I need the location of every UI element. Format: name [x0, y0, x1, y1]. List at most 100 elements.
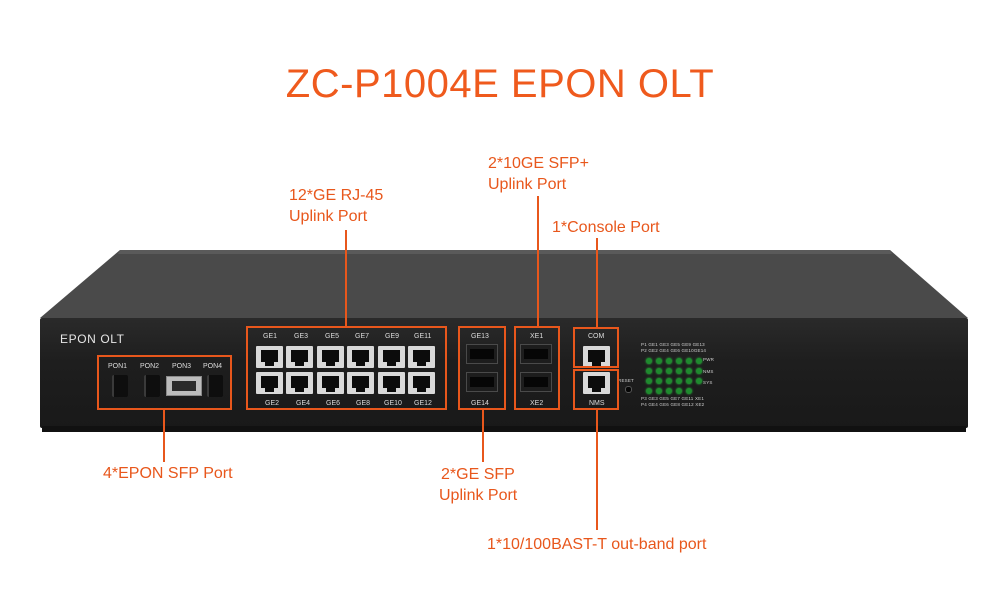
led-indicator [666, 388, 672, 394]
ge-sfp-callout-line1: 2*GE SFP [441, 466, 515, 483]
console-callout: 1*Console Port [552, 217, 660, 238]
pon2-label: PON2 [140, 363, 160, 370]
epon-port-highlight [97, 355, 232, 410]
led-indicator [656, 358, 662, 364]
ge13-label: GE13 [471, 333, 489, 340]
led-legend-top2: P2 GE2 GE4 GE6 GE10GE14 [641, 348, 707, 353]
nms-port[interactable] [583, 372, 610, 394]
rj45-port-ge9[interactable] [378, 346, 405, 368]
ge4-label: GE4 [296, 400, 311, 407]
rj45-port-ge10[interactable] [378, 372, 405, 394]
ge12-label: GE12 [414, 400, 432, 407]
epon-leader-line [163, 410, 165, 462]
nms-port-highlight [573, 369, 619, 410]
epon-callout: 4*EPON SFP Port [103, 463, 233, 484]
rj45-leader-line [345, 230, 347, 326]
led-indicator [676, 388, 682, 394]
ge5-label: GE5 [325, 333, 340, 340]
xe2-label: XE2 [530, 400, 544, 407]
ge11-label: GE11 [414, 333, 432, 340]
rj45-port-highlight [246, 326, 447, 410]
status-nms-label: NMS [703, 369, 714, 374]
page-title: ZC-P1004E EPON OLT [285, 62, 715, 106]
sfp-port-ge13[interactable] [466, 344, 498, 364]
led-indicator [646, 388, 652, 394]
sfp-plus-port-xe1[interactable] [520, 344, 552, 364]
pon2-port[interactable] [144, 375, 160, 397]
rj45-port-ge2[interactable] [256, 372, 283, 394]
console-port-highlight [573, 327, 619, 368]
rj45-port-ge1[interactable] [256, 346, 283, 368]
nms-label: NMS [589, 400, 605, 407]
pon1-port[interactable] [112, 375, 128, 397]
led-indicator [686, 378, 692, 384]
led-indicator [696, 358, 702, 364]
led-indicator [686, 368, 692, 374]
rj45-port-ge12[interactable] [408, 372, 435, 394]
led-legend-bottom1: P3 GE3 GE5 GE7 GE11 XE1 [641, 396, 705, 401]
ge-sfp-callout: 2*GE SFP Uplink Port [439, 464, 517, 506]
sfp-plus-port-xe2[interactable] [520, 372, 552, 392]
com-label: COM [588, 333, 605, 340]
rj45-port-ge5[interactable] [317, 346, 344, 368]
ge-sfp-highlight [458, 326, 506, 410]
led-indicator [666, 358, 672, 364]
reset-button[interactable] [625, 386, 632, 393]
console-callout-line1: 1*Console Port [552, 219, 660, 236]
sfp-plus-highlight [514, 326, 560, 410]
ge-sfp-leader-line [482, 410, 484, 462]
ge9-label: GE9 [385, 333, 400, 340]
led-indicator [676, 378, 682, 384]
rj45-port-ge4[interactable] [286, 372, 313, 394]
rj45-callout-line2: Uplink Port [289, 208, 368, 225]
sfp-plus-callout: 2*10GE SFP+ Uplink Port [488, 153, 589, 195]
led-indicator [686, 388, 692, 394]
sfp-port-ge14[interactable] [466, 372, 498, 392]
led-indicator [646, 368, 652, 374]
rj45-port-ge6[interactable] [317, 372, 344, 394]
outband-callout-line1: 1*10/100BAST-T out-band port [487, 536, 707, 553]
led-indicator [656, 368, 662, 374]
pon3-label: PON3 [172, 363, 192, 370]
pon3-port[interactable] [166, 376, 202, 396]
status-sys-label: SYS [703, 380, 713, 385]
ge8-label: GE8 [356, 400, 371, 407]
rj45-callout-line1: 12*GE RJ-45 [289, 187, 384, 204]
console-port[interactable] [583, 346, 610, 368]
sfp-plus-leader-line [537, 196, 539, 326]
reset-label: RESET [618, 378, 635, 383]
rj45-port-ge11[interactable] [408, 346, 435, 368]
ge-sfp-callout-line2: Uplink Port [439, 487, 518, 504]
led-indicator [656, 378, 662, 384]
sfp-plus-callout-line2: Uplink Port [488, 176, 567, 193]
rj45-port-ge7[interactable] [347, 346, 374, 368]
led-indicator [646, 358, 652, 364]
rj45-port-ge8[interactable] [347, 372, 374, 394]
pon4-port[interactable] [207, 375, 223, 397]
ge10-label: GE10 [384, 400, 402, 407]
led-indicator [666, 378, 672, 384]
rj45-callout: 12*GE RJ-45 Uplink Port [289, 185, 383, 227]
outband-callout: 1*10/100BAST-T out-band port [487, 534, 706, 555]
console-leader-line [596, 238, 598, 327]
led-indicator [666, 368, 672, 374]
led-indicator [676, 358, 682, 364]
led-legend-top1: P1 GE1 GE3 GE5 GE9 GE13 [641, 342, 705, 347]
led-indicator [656, 388, 662, 394]
pon1-label: PON1 [108, 363, 128, 370]
ge14-label: GE14 [471, 400, 489, 407]
led-indicator [676, 368, 682, 374]
device-brand: EPON OLT [60, 332, 125, 346]
outband-leader-line [596, 410, 598, 530]
ge3-label: GE3 [294, 333, 309, 340]
xe1-label: XE1 [530, 333, 544, 340]
ge1-label: GE1 [263, 333, 278, 340]
led-legend-bottom2: P4 GE4 GE6 GE8 GE12 XE2 [641, 402, 705, 407]
led-indicator [646, 378, 652, 384]
rj45-port-ge3[interactable] [286, 346, 313, 368]
sfp-plus-callout-line1: 2*10GE SFP+ [488, 155, 589, 172]
epon-callout-line1: 4*EPON SFP Port [103, 465, 233, 482]
pon4-label: PON4 [203, 363, 223, 370]
led-indicator [696, 378, 702, 384]
